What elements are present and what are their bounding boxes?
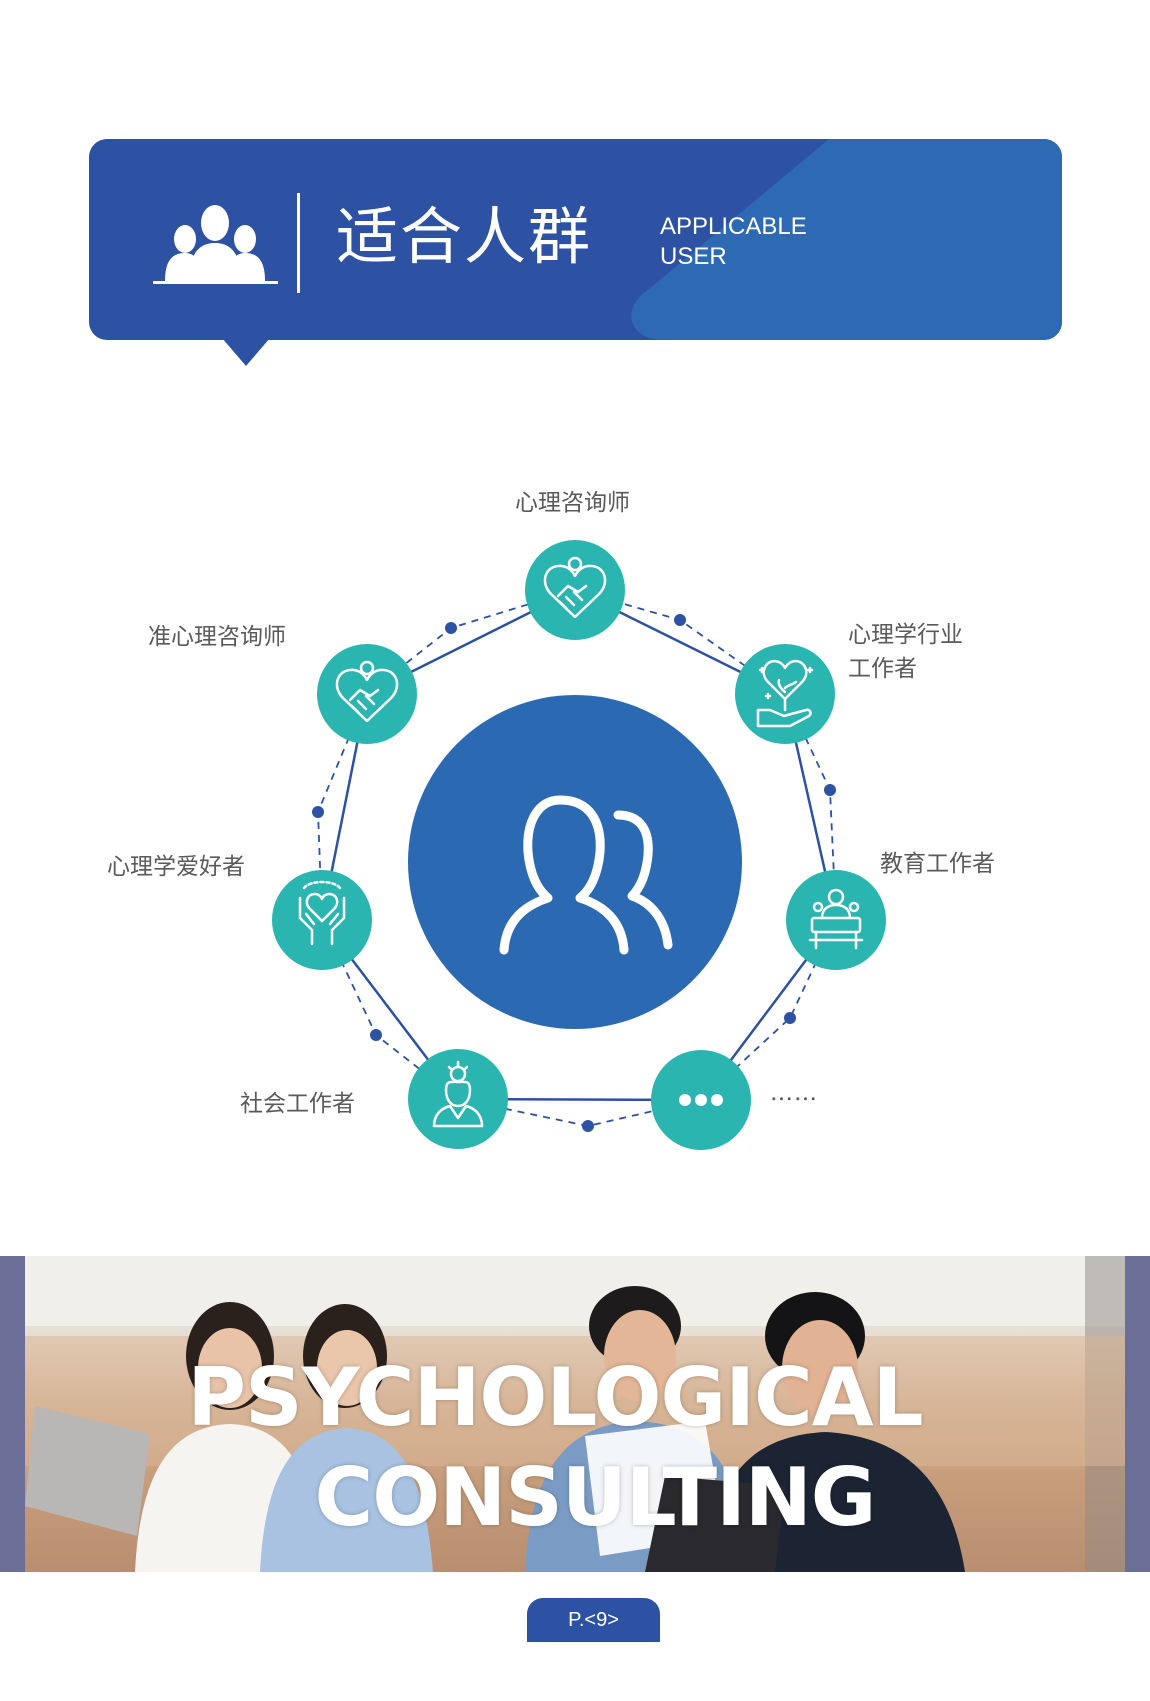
banner-pointer (222, 338, 270, 366)
connector-dot (824, 784, 836, 796)
label-psych-enthusiast: 心理学爱好者 (107, 854, 245, 880)
heart-handshake-icon (543, 556, 607, 619)
label-line-2: 工作者 (848, 656, 917, 682)
ellipsis-icon (679, 1094, 723, 1106)
connector-dot (582, 1120, 594, 1132)
social-worker-icon (432, 1060, 484, 1128)
label-psych-counselor: 心理咨询师 (515, 490, 630, 516)
label-social-worker: 社会工作者 (240, 1091, 355, 1117)
banner-accent-shape (631, 139, 1062, 340)
users-outline-icon (499, 795, 673, 955)
hands-heart-icon (298, 880, 346, 946)
node-lower-left (408, 1049, 508, 1149)
center-circle (408, 695, 742, 1029)
audience-diagram: 心理咨询师 心理学行业 工作者 教育工作者 …… 社会工作者 心理学爱好者 准心… (0, 470, 1150, 1190)
label-more: …… (770, 1080, 818, 1106)
subtitle-line-2: USER (660, 243, 727, 270)
banner-divider (297, 193, 300, 293)
label-line-1: 心理学行业 (848, 622, 963, 648)
page-subtitle: APPLICABLE USER (660, 212, 807, 272)
photo-title-line-1: PSYCHOLOGICAL (187, 1351, 923, 1444)
label-pre-counselor: 准心理咨询师 (148, 624, 286, 650)
node-lower-right (651, 1050, 751, 1150)
node-left (272, 870, 372, 970)
node-top (525, 540, 625, 640)
hand-heart-plant-icon (756, 659, 814, 728)
label-psych-industry-worker: 心理学行业 工作者 (848, 618, 963, 686)
connector-dot (784, 1012, 796, 1024)
connector-dot (312, 806, 324, 818)
teacher-desk-icon (808, 888, 864, 950)
node-right (786, 870, 886, 970)
photo-band: PSYCHOLOGICAL CONSULTING (0, 1256, 1150, 1572)
connector-dot (674, 614, 686, 626)
node-upper-right (735, 644, 835, 744)
label-educator: 教育工作者 (880, 851, 995, 877)
heart-handshake-icon (335, 660, 399, 723)
connector-dot (370, 1029, 382, 1041)
node-upper-left (317, 644, 417, 744)
photo-illustration (25, 1256, 1125, 1572)
photo-title-line-2: CONSULTING (314, 1451, 877, 1544)
team-photo: PSYCHOLOGICAL CONSULTING (25, 1256, 1125, 1572)
subtitle-line-1: APPLICABLE (660, 213, 807, 240)
page-title: 适合人群 (336, 200, 593, 273)
diagram-graphic (272, 540, 886, 1150)
page-number: P.<9> (527, 1598, 660, 1642)
people-group-icon (153, 205, 278, 284)
photo-title: PSYCHOLOGICAL CONSULTING (25, 1348, 1125, 1548)
connector-dot (445, 622, 457, 634)
